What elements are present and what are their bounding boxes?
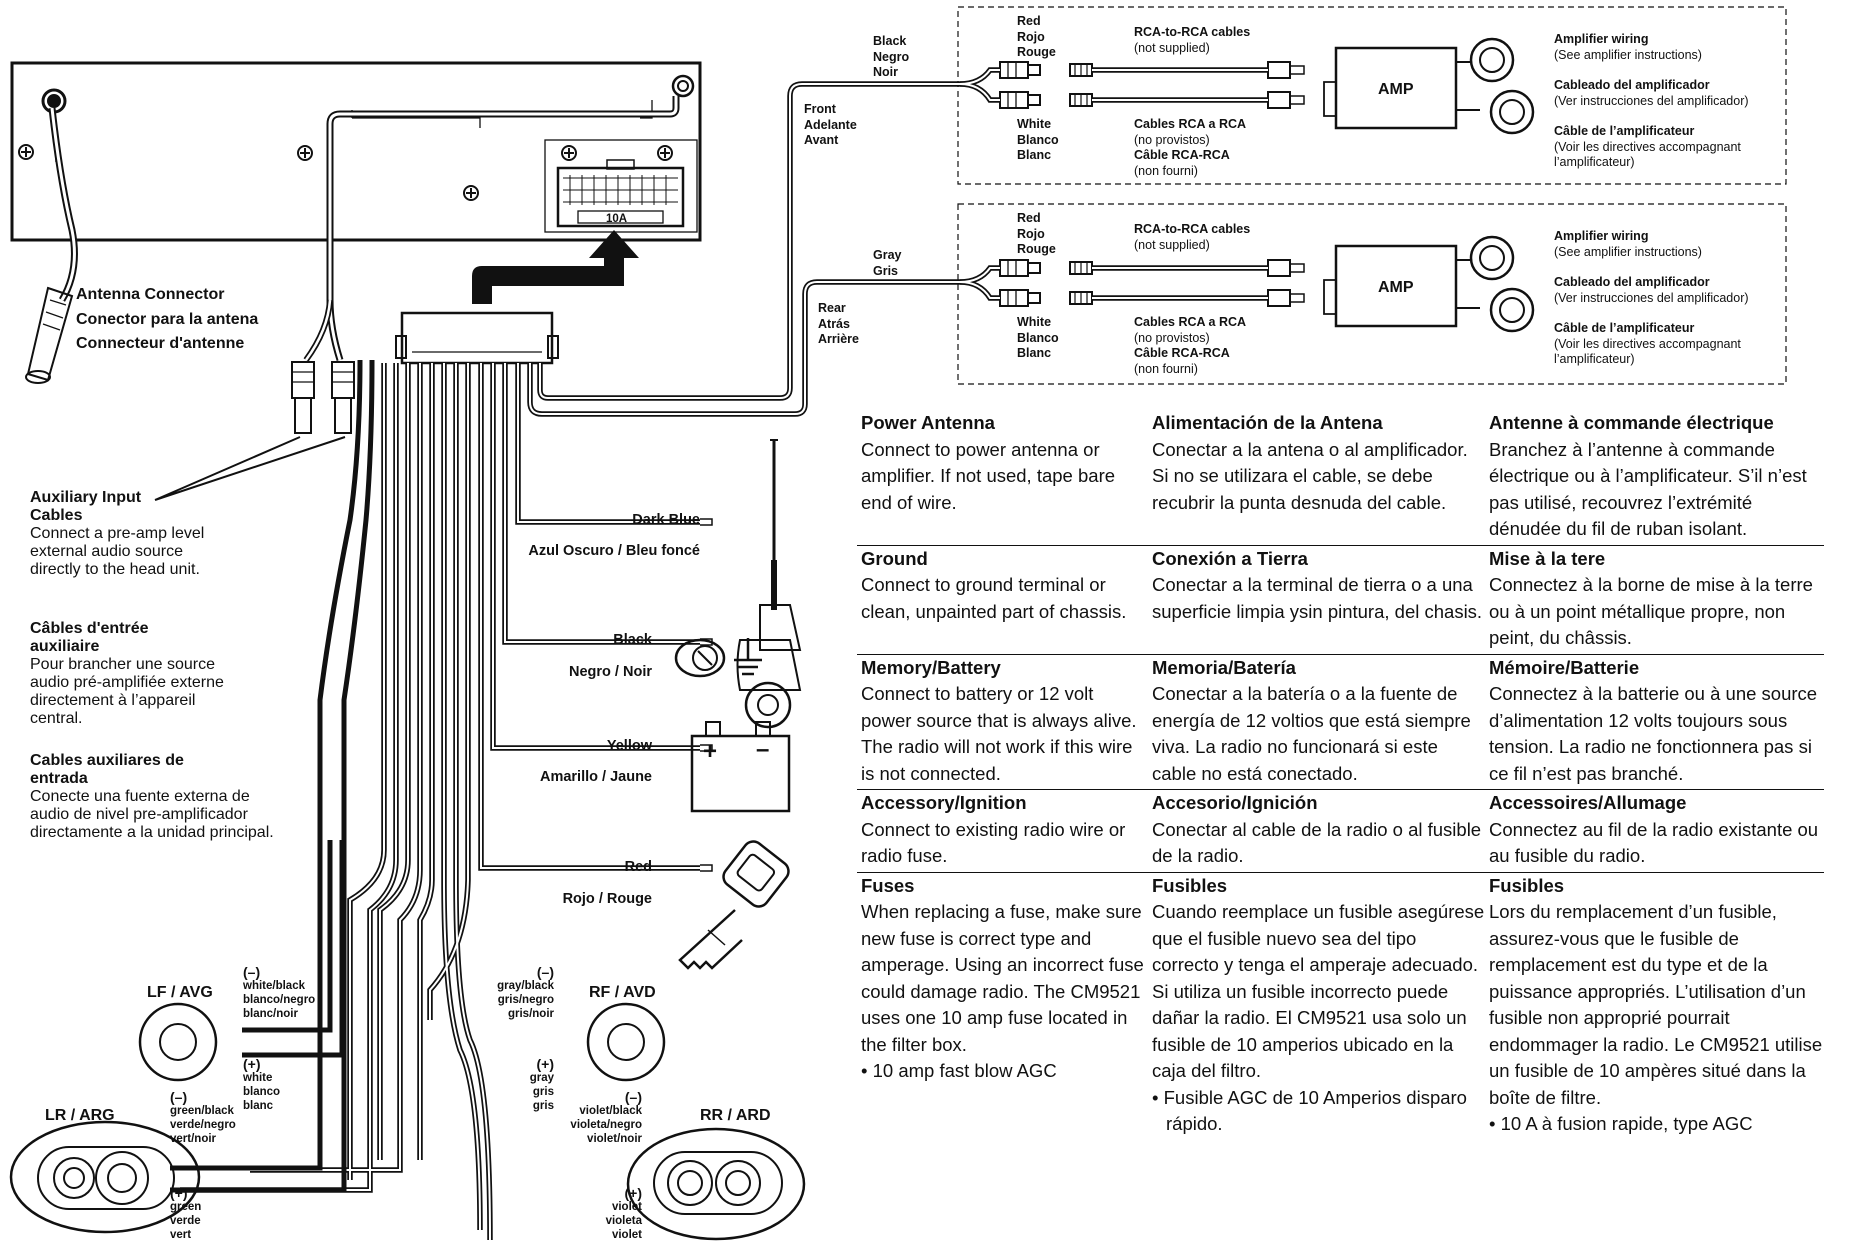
speaker-rf-label: RF / AVD	[589, 984, 656, 1001]
aux-input-cables	[154, 96, 680, 501]
rear-amp-label: AMP	[1378, 279, 1414, 296]
wire-yellow-translation: Amarillo / Jaune	[539, 769, 652, 785]
speaker-rr-label: RR / ARD	[700, 1107, 771, 1124]
speaker-lr-icon	[9, 1120, 201, 1234]
speaker-lr-label: LR / ARG	[45, 1107, 115, 1124]
lr-positive-label: (+) green verde vert	[170, 1185, 202, 1241]
front-rca-cable-es-fr: Cables RCA a RCA(no provistos) Câble RCA…	[1134, 117, 1247, 178]
aux-desc-es: Cables auxiliares de entrada Conecte una…	[30, 752, 274, 841]
rear-rca-panel	[957, 203, 1787, 385]
antenna-connector-label: Antenna Connector Conector para la anten…	[76, 286, 259, 352]
rr-negative-label: (–) violet/black violeta/negro violet/no…	[570, 1089, 642, 1145]
lf-positive-label: (+) white blanco blanc	[243, 1056, 281, 1112]
rr-positive-label: (+) violet violeta violet	[605, 1185, 642, 1241]
speaker-wires	[170, 359, 375, 1193]
front-amp-wiring-label: Amplifier wiring(See amplifier instructi…	[1554, 32, 1749, 169]
front-rca-panel	[957, 6, 1787, 185]
speaker-lf-icon	[138, 1002, 218, 1082]
wire-dark-blue-label: Dark Blue	[632, 512, 700, 528]
harness-connector	[395, 311, 559, 365]
speaker-rf-icon	[586, 1002, 666, 1082]
rf-positive-label: (+) gray gris gris	[529, 1056, 554, 1112]
speaker-rr-icon	[626, 1127, 806, 1241]
battery-minus: –	[756, 736, 770, 763]
wire-red-label: Red	[624, 859, 652, 875]
aux-desc-en: Auxiliary Input Cables Connect a pre-amp…	[30, 489, 205, 578]
wire-dark-blue-translation: Azul Oscuro / Bleu foncé	[528, 543, 700, 559]
arrow-icon	[472, 230, 639, 304]
lf-negative-label: (–) white/black blanco/negro blanc/noir	[243, 964, 316, 1020]
rf-negative-label: (–) gray/black gris/negro gris/noir	[497, 964, 554, 1020]
antenna-connector	[25, 107, 78, 384]
battery-icon	[690, 721, 791, 813]
front-amp-label: AMP	[1378, 81, 1414, 98]
wire-yellow-label: Yellow	[606, 738, 652, 754]
rear-amp-wiring-label: Amplifier wiring(See amplifier instructi…	[1554, 229, 1749, 366]
power-antenna-icon	[736, 439, 802, 729]
screw-icon	[18, 144, 673, 201]
lr-negative-label: (–) green/black verde/negro vert/noir	[170, 1089, 236, 1145]
wire-black-translation: Negro / Noir	[569, 664, 652, 680]
speaker-lf-label: LF / AVG	[147, 984, 213, 1001]
wire-red-translation: Rojo / Rouge	[562, 891, 652, 907]
battery-plus: +	[703, 738, 718, 765]
wire-end-terminals	[700, 518, 713, 872]
fuse-label: 10A	[606, 213, 628, 225]
aux-desc-fr: Câbles d'entrée auxiliaire Pour brancher…	[30, 620, 224, 727]
rear-rca-cable-en: RCA-to-RCA cables(not supplied)	[1134, 222, 1251, 252]
wire-black-label: Black	[613, 632, 652, 648]
rear-rca-cable-es-fr: Cables RCA a RCA(no provistos) Câble RCA…	[1134, 315, 1247, 376]
ground-icon	[674, 638, 762, 678]
front-rca-cable-en: RCA-to-RCA cables(not supplied)	[1134, 25, 1251, 55]
head-unit	[10, 61, 702, 242]
key-icon	[678, 840, 790, 970]
